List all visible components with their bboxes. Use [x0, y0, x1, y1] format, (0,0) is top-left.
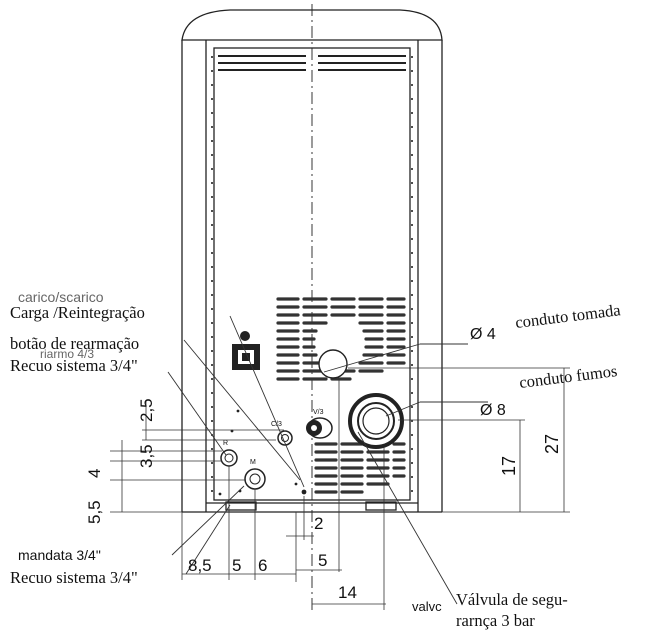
label-valvula-line2: rarnça 3 bar [456, 611, 535, 630]
label-valvula-line1: Válvula de segu- [456, 590, 568, 609]
power-socket [232, 331, 260, 370]
label-conduto-fumos: conduto fumos [518, 361, 618, 392]
dim-5-5: 5,5 [85, 500, 104, 524]
top-cap [181, 9, 443, 41]
dim-2: 2 [314, 514, 323, 533]
fitting-v3 [306, 417, 333, 439]
fitting-r-label: R [223, 440, 228, 447]
fitting-m [244, 468, 266, 490]
dim-6: 6 [258, 556, 267, 575]
label-carga-reintegracao: Carga /Reintegração [10, 303, 145, 322]
top-vent-slats [218, 55, 406, 71]
middle-vent-grille [276, 297, 406, 381]
right-foot [365, 501, 397, 511]
dim-4: 4 [85, 469, 104, 478]
ghost-label-carico: carico/scarico [18, 289, 104, 305]
label-recuo-top: Recuo sistema 3/4" [10, 356, 138, 375]
dim-5-left: 5 [232, 556, 241, 575]
stove-body [181, 9, 443, 513]
air-inlet-circle [318, 349, 348, 379]
leader-lines [167, 315, 488, 605]
fitting-m-label: M [250, 459, 256, 466]
left-foot [225, 501, 257, 511]
panel-dots [218, 409, 307, 496]
dim-2-5: 2,5 [137, 398, 156, 422]
dim-14: 14 [338, 583, 357, 602]
label-conduto-tomada: conduto tomada [514, 300, 622, 332]
dimension-lines [110, 367, 570, 610]
dim-3-5: 3,5 [137, 444, 156, 468]
flue-outlet [348, 393, 404, 449]
dim-diameter-8: Ø 8 [480, 402, 506, 419]
fitting-v3-label: V/3 [313, 409, 324, 416]
label-recuo-bottom: Recuo sistema 3/4" [10, 568, 138, 587]
label-mandata: mandata 3/4" [18, 547, 101, 563]
dim-8-5: 8,5 [188, 556, 212, 575]
label-valvc: valvc [412, 599, 442, 614]
dim-27: 27 [542, 434, 562, 454]
dim-diameter-4: Ø 4 [470, 326, 496, 343]
fitting-r [220, 449, 238, 467]
label-botao-rearmacao: botão de rearmação [10, 334, 139, 353]
dim-5-right: 5 [318, 551, 327, 570]
lower-vent-grille [314, 442, 406, 494]
ghost-label-riarmo: riarmo 4/3 [40, 347, 94, 361]
dim-17: 17 [499, 456, 519, 476]
